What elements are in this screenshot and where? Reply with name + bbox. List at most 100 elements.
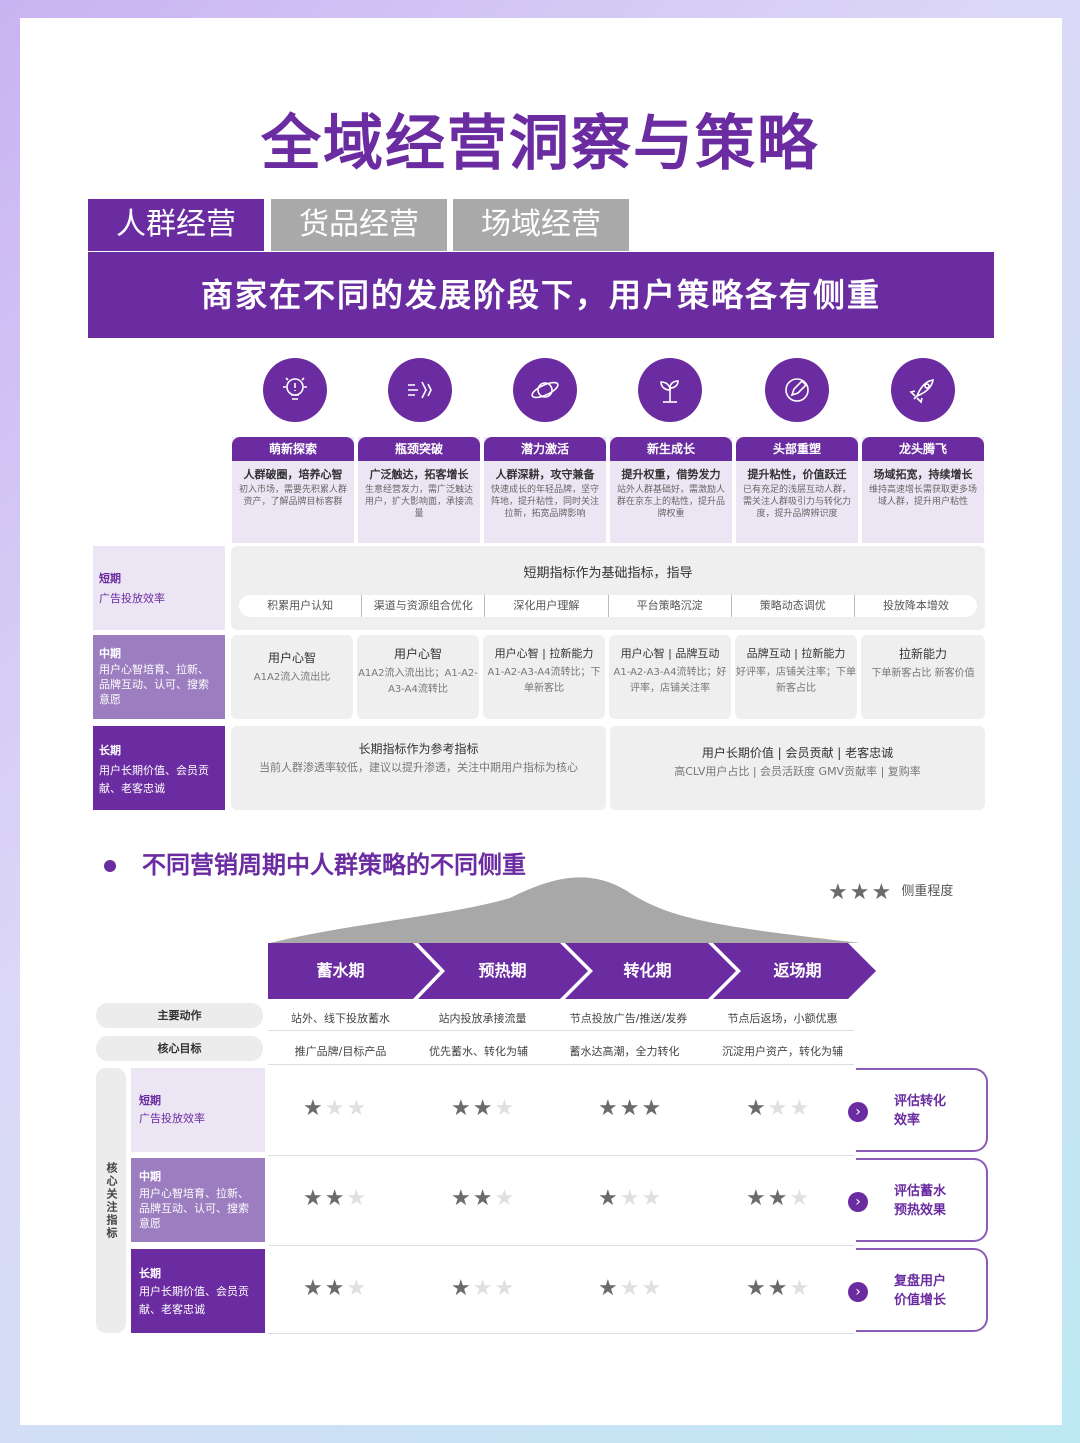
mid-term-cell: 用户心智 | 品牌互动 A1-A2-A3-A4流转比；好评率，店铺关注率 bbox=[609, 635, 731, 719]
star-empty-icon: ★ bbox=[789, 1276, 812, 1301]
tab-crowd[interactable]: 人群经营 bbox=[88, 199, 264, 251]
rating-stars: ★★★ bbox=[303, 1186, 368, 1211]
row-label-mid: 中期 用户心智培育、拉新、品牌互动、认可、搜索意愿 bbox=[93, 635, 225, 719]
phase-label: 蓄水期 bbox=[316, 961, 365, 980]
row-label-short: 短期 广告投放效率 bbox=[93, 546, 225, 630]
star-empty-icon: ★ bbox=[767, 1096, 790, 1121]
bullet-dot-icon bbox=[104, 860, 116, 872]
result-box: › 评估蓄水预热效果 bbox=[848, 1158, 988, 1242]
stage-name: 新生成长 bbox=[610, 437, 732, 461]
mid-cell-title: 用户心智 bbox=[393, 647, 442, 661]
row-label-heading: 中期 bbox=[99, 647, 121, 660]
star-filled-icon: ★ bbox=[767, 1186, 790, 1211]
mid-cell-desc: A1A2流入流出比 bbox=[253, 672, 331, 683]
long-cell-title: 长期指标作为参考指标 bbox=[358, 742, 479, 756]
rating-stars: ★★★ bbox=[746, 1096, 811, 1121]
star-empty-icon: ★ bbox=[641, 1186, 664, 1211]
rating-stars: ★★★ bbox=[451, 1096, 516, 1121]
star-filled-icon: ★ bbox=[303, 1186, 325, 1211]
level-label-short: 短期 广告投放效率 bbox=[131, 1068, 265, 1152]
star-filled-icon: ★ bbox=[598, 1186, 620, 1211]
level-label-long: 长期 用户长期价值、会员贡献、老客忠诚 bbox=[131, 1249, 265, 1333]
star-empty-icon: ★ bbox=[789, 1186, 812, 1211]
rating-stars: ★★★ bbox=[451, 1276, 516, 1301]
star-filled-icon: ★ bbox=[303, 1276, 325, 1301]
star-filled-icon: ★ bbox=[324, 1186, 347, 1211]
stage-column: 龙头腾飞 场域拓宽，持续增长 维持高速增长需获取更多场域人群，提升用户粘性 bbox=[862, 437, 984, 543]
rating-stars: ★★★ bbox=[598, 1096, 663, 1121]
short-term-items: 积累用户认知 渠道与资源组合优化 深化用户理解 平台策略沉淀 策略动态调优 投放… bbox=[239, 595, 977, 617]
action-text: 站外、线下投放蓄水 bbox=[291, 1012, 390, 1025]
star-filled-icon: ★ bbox=[451, 1096, 473, 1121]
long-term-cell: 长期指标作为参考指标 当前人群渗透率较低，建议以提升渗透，关注中期用户指标为核心 bbox=[231, 726, 606, 810]
row-label-long: 长期 用户长期价值、会员贡献、老客忠诚 bbox=[93, 726, 225, 810]
vertical-label: 核心关注指标 bbox=[96, 1068, 126, 1333]
star-filled-icon: ★ bbox=[598, 1096, 620, 1121]
row-label-desc: 广告投放效率 bbox=[99, 592, 165, 605]
star-empty-icon: ★ bbox=[494, 1096, 517, 1121]
stage-subtitle: 人群深耕，攻守兼备 bbox=[495, 468, 595, 481]
mid-term-cell: 品牌互动 | 拉新能力 好评率，店铺关注率；下单新客占比 bbox=[735, 635, 857, 719]
phase-label: 转化期 bbox=[623, 961, 672, 980]
goal-text: 优先蓄水、转化为辅 bbox=[429, 1045, 528, 1058]
divider bbox=[268, 1064, 854, 1065]
divider bbox=[268, 1333, 854, 1334]
tab-product[interactable]: 货品经营 bbox=[271, 199, 447, 251]
star-empty-icon: ★ bbox=[619, 1186, 642, 1211]
level-label-mid: 中期 用户心智培育、拉新、品牌互动、认可、搜索意愿 bbox=[131, 1158, 265, 1242]
long-cell-desc: 高CLV用户占比 | 会员活跃度 GMV贡献率 | 复购率 bbox=[674, 765, 921, 778]
lightbulb-icon bbox=[263, 358, 327, 422]
mid-term-cell: 拉新能力 下单新客占比 新客价值 bbox=[861, 635, 985, 719]
tab-field[interactable]: 场域经营 bbox=[453, 199, 629, 251]
short-term-title: 短期指标作为基础指标，指导 bbox=[523, 566, 693, 581]
level-heading: 中期 bbox=[139, 1170, 161, 1183]
stage-subtitle: 提升粘性，价值跃迁 bbox=[747, 468, 847, 481]
mid-cell-desc: A1-A2-A3-A4流转比；好评率，店铺关注率 bbox=[613, 667, 727, 694]
mid-cell-desc: A1-A2-A3-A4流转比；下单新客比 bbox=[487, 667, 601, 694]
result-text: 评估蓄水预热效果 bbox=[894, 1184, 947, 1218]
level-heading: 短期 bbox=[139, 1094, 161, 1107]
goals-label: 核心目标 bbox=[96, 1036, 263, 1061]
stage-column: 新生成长 提升权重，借势发力 站外人群基础好，需激励人群在京东上的粘性，提升品牌… bbox=[610, 437, 732, 543]
stage-description: 已有充足的浅层互动人群，需关注人群吸引力与转化力度，提升品牌辨识度 bbox=[742, 485, 851, 519]
chevron-right-icon: › bbox=[848, 1282, 868, 1302]
rating-stars: ★★★ bbox=[303, 1276, 368, 1301]
star-empty-icon: ★ bbox=[346, 1096, 369, 1121]
chevron-right-icon: › bbox=[848, 1102, 868, 1122]
mid-cell-desc: 好评率，店铺关注率；下单新客占比 bbox=[736, 667, 856, 694]
section2-title: 不同营销周期中人群策略的不同侧重 bbox=[104, 845, 526, 880]
star-filled-icon: ★ bbox=[451, 1276, 473, 1301]
divider bbox=[268, 1155, 854, 1156]
sprout-icon bbox=[638, 358, 702, 422]
rocket-icon bbox=[891, 358, 955, 422]
planet-icon bbox=[513, 358, 577, 422]
row-label-desc: 用户长期价值、会员贡献、老客忠诚 bbox=[99, 764, 209, 795]
star-filled-icon: ★ bbox=[472, 1186, 495, 1211]
stage-subtitle: 人群破圈，培养心智 bbox=[243, 468, 343, 481]
level-desc: 用户长期价值、会员贡献、老客忠诚 bbox=[139, 1285, 249, 1316]
emphasis-legend: ★★★ 侧重程度 bbox=[828, 880, 953, 905]
stage-description: 初入市场，需要先积累人群资产，了解品牌目标客群 bbox=[238, 485, 347, 507]
short-term-item: 平台策略沉淀 bbox=[609, 595, 732, 617]
phase-chevrons bbox=[268, 943, 876, 999]
mid-term-cell: 用户心智 A1A2流入流出比 bbox=[231, 635, 353, 719]
emphasis-curve-icon bbox=[270, 877, 860, 943]
mid-cell-desc: A1A2流入流出比；A1-A2-A3-A4流转比 bbox=[358, 668, 478, 695]
star-filled-icon: ★ bbox=[746, 1096, 768, 1121]
level-desc: 用户心智培育、拉新、品牌互动、认可、搜索意愿 bbox=[139, 1187, 249, 1230]
rating-stars: ★★★ bbox=[598, 1276, 663, 1301]
star-empty-icon: ★ bbox=[789, 1096, 812, 1121]
star-empty-icon: ★ bbox=[472, 1276, 495, 1301]
goal-text: 蓄水达高潮，全力转化 bbox=[569, 1045, 680, 1058]
legend-label: 侧重程度 bbox=[901, 884, 954, 899]
short-term-item: 积累用户认知 bbox=[239, 595, 363, 617]
stage-name: 头部重塑 bbox=[736, 437, 858, 461]
goal-text: 沉淀用户资产，转化为辅 bbox=[722, 1045, 843, 1058]
short-term-item: 投放降本增效 bbox=[882, 599, 949, 612]
row-label-desc: 用户心智培育、拉新、品牌互动、认可、搜索意愿 bbox=[99, 663, 209, 706]
star-empty-icon: ★ bbox=[641, 1276, 664, 1301]
goal-text: 推广品牌/目标产品 bbox=[294, 1045, 387, 1058]
star-empty-icon: ★ bbox=[346, 1186, 369, 1211]
long-term-cell: 用户长期价值 | 会员贡献 | 老客忠诚 高CLV用户占比 | 会员活跃度 GM… bbox=[610, 726, 985, 810]
row-label-heading: 短期 bbox=[99, 572, 121, 585]
